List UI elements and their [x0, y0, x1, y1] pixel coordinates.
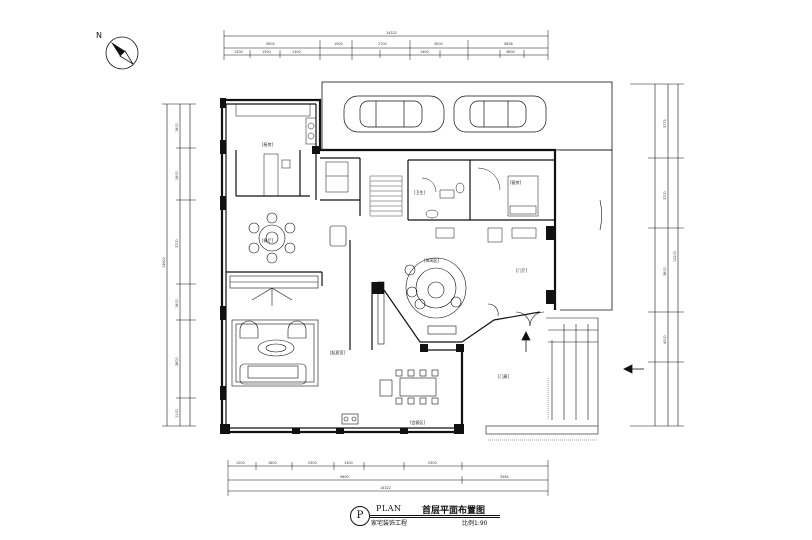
dim-right-total: 12200	[673, 251, 677, 262]
dim-top-total: 14322	[386, 31, 397, 35]
room-label-bathroom: [卫生]	[414, 189, 426, 195]
dim-left-seg-5: 3800	[175, 357, 179, 366]
dim-top-sub-3: 1300	[292, 50, 301, 54]
room-label-guest-room: [客房]	[510, 179, 522, 185]
dim-left-seg-2: 2600	[175, 171, 179, 180]
dim-top-sub-2: 1300	[262, 50, 271, 54]
dim-bottom-sub-4: 1300	[344, 461, 353, 465]
north-label: N	[96, 31, 102, 40]
dim-left-seg-6: 1100	[175, 409, 179, 418]
dim-right-seg-4: 4000	[663, 335, 667, 344]
dim-left-total: 14600	[162, 257, 166, 268]
dim-bottom-sub-2: 1600	[268, 461, 277, 465]
dim-right-seg-2: 3700	[663, 191, 667, 200]
dim-bottom-seg-1: 9600	[340, 475, 349, 479]
dim-top-seg-4: 3000	[434, 42, 443, 46]
dim-left-seg-3: 3700	[175, 239, 179, 248]
dim-left-seg-4: 1800	[175, 299, 179, 308]
dim-top-seg-5: 5838	[504, 42, 513, 46]
dim-bottom-total: 14322	[380, 486, 391, 490]
room-label-hall: [门厅]	[516, 267, 528, 273]
plan-circle-icon: P	[350, 506, 370, 526]
dim-bottom-sub-5: 2300	[428, 461, 437, 465]
dim-bottom-sub-3: 2300	[308, 461, 317, 465]
drawing-title: 首层平面布置图	[422, 506, 486, 516]
dim-right-seg-1: 3775	[663, 119, 667, 128]
room-label-living: [起居室]	[330, 349, 346, 355]
dim-top-seg-1: 4905	[266, 42, 275, 46]
dim-bottom-sub-1: 1200	[236, 461, 245, 465]
title-underline-thin	[370, 517, 500, 518]
room-label-kitchen: [厨房]	[262, 141, 274, 147]
title-block: P PLAN 首层平面布置图 家宅装饰工程 比例1:90	[346, 502, 506, 530]
compass-icon	[105, 36, 139, 70]
room-label-reception: [会客区]	[410, 419, 426, 425]
dim-top-sub-4: 1400	[420, 50, 429, 54]
title-underline	[370, 515, 500, 516]
plan-label: PLAN	[376, 504, 402, 513]
dim-top-sub-5: 3600	[506, 50, 515, 54]
dim-right-seg-3: 3800	[663, 267, 667, 276]
dim-top-seg-3: 2700	[378, 42, 387, 46]
project-subtitle: 家宅装饰工程	[371, 520, 408, 527]
room-label-lounge: [休闲区]	[424, 257, 440, 263]
drawing-scale: 比例1:90	[462, 520, 488, 527]
room-label-dining: [餐厅]	[262, 237, 274, 243]
dim-top-seg-2: 1500	[334, 42, 343, 46]
dim-left-seg-1: 1800	[175, 123, 179, 132]
room-label-foyer: [门廊]	[498, 373, 510, 379]
dim-bottom-seg-2: 3584	[500, 475, 509, 479]
dim-top-sub-1: 1300	[234, 50, 243, 54]
